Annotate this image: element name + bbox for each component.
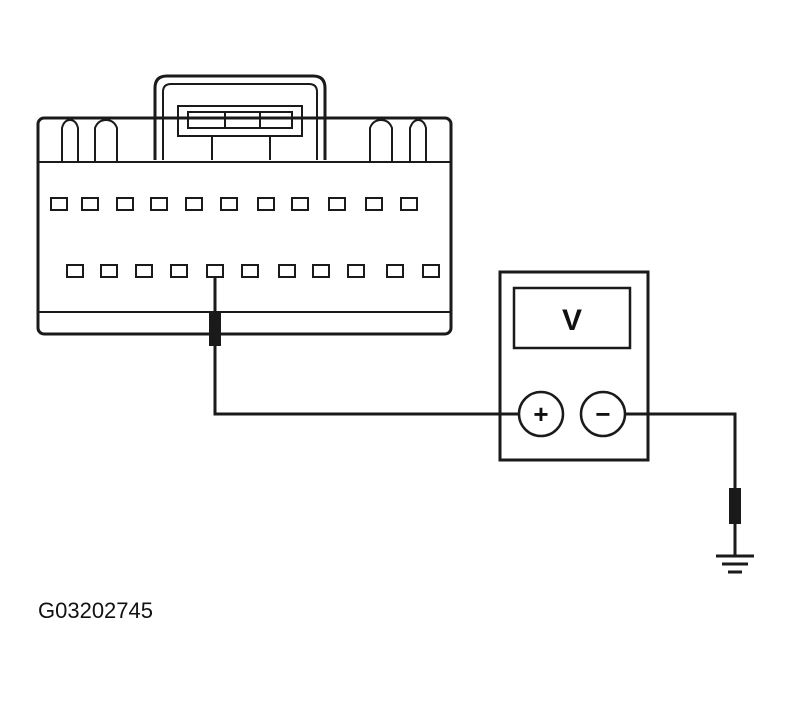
positive-test-lead <box>209 277 518 416</box>
voltmeter-icon: V + − <box>498 270 650 462</box>
positive-jack: + <box>517 390 565 438</box>
figure-id-label: G03202745 <box>38 598 153 623</box>
voltmeter-unit-label: V <box>562 304 582 337</box>
voltmeter-display <box>512 286 632 350</box>
connector-latch-window <box>177 105 303 137</box>
connector-icon <box>36 74 453 336</box>
connector-cavity-row-upper <box>50 197 418 211</box>
negative-jack-label: − <box>595 399 610 429</box>
connector-lock-tab <box>153 74 327 160</box>
negative-test-lead <box>625 412 741 556</box>
connector-cavity-row-lower <box>66 264 440 278</box>
voltmeter-body <box>498 270 650 462</box>
ground-symbol-icon <box>716 554 754 574</box>
connector-body <box>36 116 453 336</box>
connector-lock-tab-inner <box>162 83 318 160</box>
probe-icon <box>209 312 221 346</box>
connector-latch <box>187 111 293 129</box>
ground-probe-icon <box>729 488 741 524</box>
positive-jack-label: + <box>533 399 548 429</box>
negative-jack: − <box>579 390 627 438</box>
